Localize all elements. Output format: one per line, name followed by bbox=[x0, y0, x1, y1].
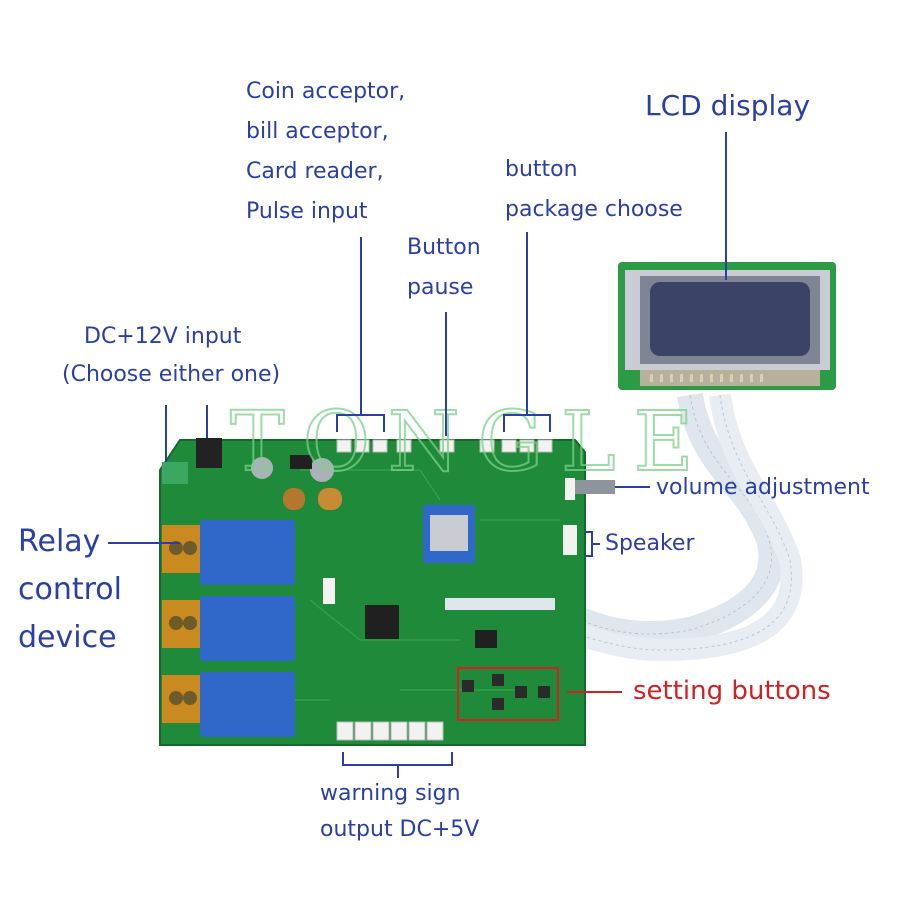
relay-line: control bbox=[18, 572, 122, 607]
coin-input-line: Coin acceptor, bbox=[246, 79, 406, 104]
lcd-module bbox=[618, 262, 836, 390]
relay-line: Relay bbox=[18, 524, 101, 559]
setting-buttons-highlight bbox=[457, 667, 559, 721]
setting-buttons-label: setting buttons bbox=[633, 676, 831, 706]
dc-terminal bbox=[162, 462, 188, 484]
dc-input-line: (Choose either one) bbox=[62, 362, 281, 387]
top-connectors bbox=[336, 439, 553, 453]
warning-label: warning sign output DC+5V bbox=[320, 776, 479, 848]
leader-lines bbox=[108, 132, 727, 778]
button-pause-label: Button pause bbox=[407, 228, 481, 308]
dc-input-line: DC+12V input bbox=[84, 324, 242, 349]
lcd-display-label: LCD display bbox=[645, 89, 811, 122]
dc-input-label: DC+12V input (Choose either one) bbox=[62, 318, 280, 394]
speaker-label: Speaker bbox=[605, 531, 695, 556]
coin-input-line: bill acceptor, bbox=[246, 119, 389, 144]
button-package-line: package choose bbox=[505, 197, 683, 222]
watermark: TONGLE bbox=[230, 395, 711, 490]
button-package-label: button package choose bbox=[505, 150, 683, 230]
button-pause-line: Button bbox=[407, 235, 481, 260]
button-pause-line: pause bbox=[407, 275, 474, 300]
bottom-connectors bbox=[336, 721, 444, 741]
coin-input-label: Coin acceptor, bill acceptor, Card reade… bbox=[246, 72, 405, 232]
coin-input-line: Card reader, bbox=[246, 159, 384, 184]
relay-line: device bbox=[18, 620, 117, 655]
relays bbox=[162, 520, 295, 737]
coin-input-line: Pulse input bbox=[246, 199, 368, 224]
setting-buttons bbox=[462, 674, 550, 710]
button-package-line: button bbox=[505, 157, 578, 182]
relay-label: Relay control device bbox=[18, 518, 122, 662]
warning-line: output DC+5V bbox=[320, 817, 480, 842]
warning-line: warning sign bbox=[320, 781, 461, 806]
volume-label: volume adjustment bbox=[656, 475, 870, 500]
dc-jack bbox=[196, 438, 222, 468]
